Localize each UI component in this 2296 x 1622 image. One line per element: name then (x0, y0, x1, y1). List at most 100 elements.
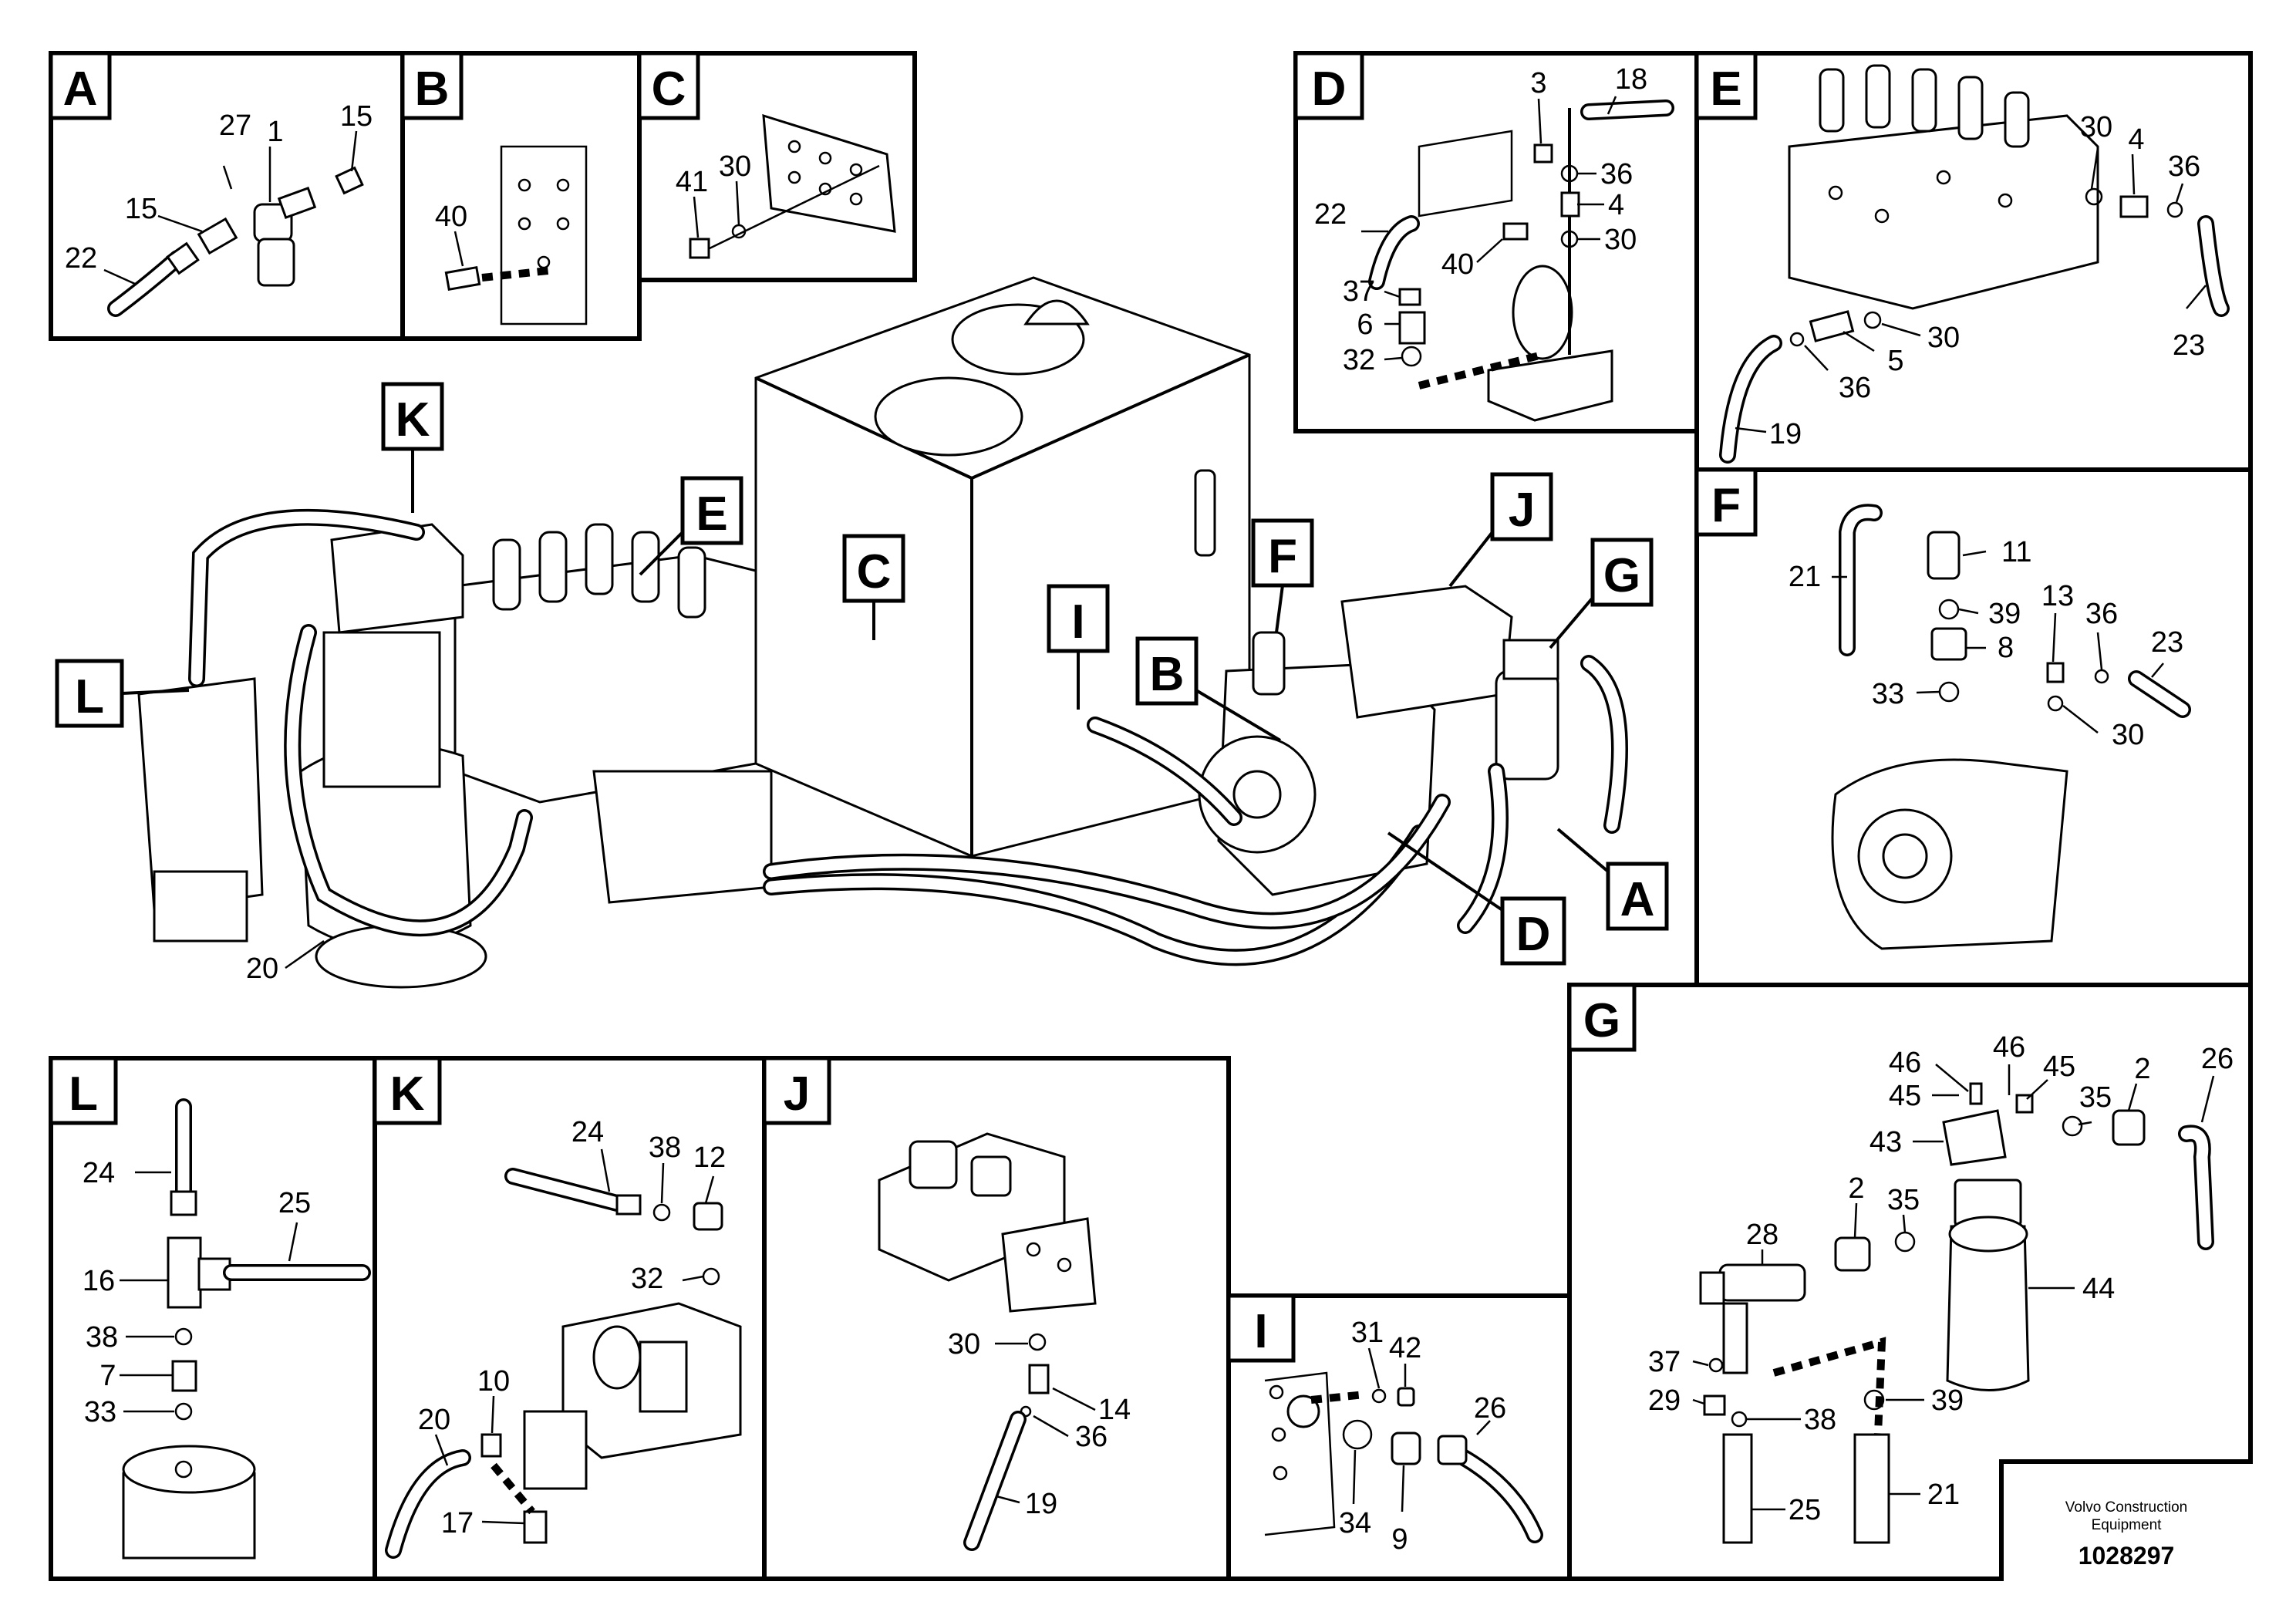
panel-i: I 31 42 26 34 9 (1226, 1293, 1572, 1581)
view-label-a[interactable]: A (1606, 862, 1669, 931)
callout: 14 (1098, 1394, 1131, 1426)
callout: 37 (1648, 1346, 1681, 1378)
callout: 12 (693, 1141, 726, 1174)
panel-k-tab (373, 1056, 442, 1125)
callout: 41 (676, 166, 708, 198)
callout: 20 (418, 1404, 450, 1436)
callout: 36 (2085, 598, 2118, 630)
view-label-j[interactable]: J (1490, 472, 1553, 541)
callout: 18 (1615, 63, 1647, 96)
company-name-line2: Equipment (2092, 1517, 2163, 1533)
callout: 11 (2001, 536, 2031, 568)
panel-a-tab (49, 51, 112, 120)
panel-f-letter: F (1711, 479, 1741, 532)
view-label-l-text: L (75, 670, 104, 723)
callout: 25 (1789, 1494, 1821, 1526)
panel-d: D 3 18 36 4 30 22 40 37 6 32 (1293, 51, 1699, 433)
callout: 23 (2173, 329, 2205, 362)
callout: 42 (1389, 1332, 1421, 1364)
callout: 4 (1608, 189, 1624, 221)
callout: 32 (631, 1263, 663, 1295)
panel-k: K 24 38 12 32 10 20 17 (373, 1056, 767, 1581)
callout: 9 (1391, 1523, 1408, 1556)
drawing-number: 1028297 (2079, 1542, 2175, 1570)
panel-j: J 30 14 36 19 (762, 1056, 1231, 1581)
callout: 45 (1889, 1080, 1921, 1112)
callout: 31 (1351, 1317, 1384, 1349)
callout: 34 (1339, 1507, 1371, 1539)
callout: 22 (1314, 198, 1347, 231)
view-label-g[interactable]: G (1590, 538, 1654, 607)
callout: 33 (84, 1396, 116, 1428)
callout: 39 (1931, 1384, 1964, 1417)
callout: 19 (1025, 1488, 1057, 1520)
panel-a-letter: A (63, 62, 98, 116)
view-label-i-text: I (1071, 595, 1084, 649)
panel-e-letter: E (1710, 62, 1741, 116)
callout: 26 (2201, 1043, 2234, 1075)
callout: 36 (1600, 158, 1633, 191)
callout: 25 (278, 1187, 311, 1219)
callout: 3 (1530, 67, 1546, 99)
panel-k-letter: K (390, 1067, 425, 1121)
panel-f-tab (1694, 467, 1758, 537)
view-label-j-text: J (1509, 484, 1535, 537)
callout: 1 (267, 116, 283, 148)
callout: 37 (1343, 275, 1375, 308)
callout: 4 (2128, 123, 2144, 156)
callout: 36 (1839, 372, 1871, 404)
callout: 24 (83, 1157, 115, 1189)
callout: 40 (435, 201, 467, 233)
callout: 35 (1887, 1184, 1920, 1216)
view-label-d[interactable]: D (1500, 896, 1566, 966)
callout: 38 (86, 1321, 118, 1354)
callout: 39 (1988, 598, 2021, 630)
callout: 30 (2112, 719, 2144, 751)
view-label-b-text: B (1150, 648, 1185, 701)
view-label-f-text: F (1268, 530, 1297, 583)
callout: 7 (99, 1360, 116, 1392)
callout: 13 (2041, 580, 2074, 612)
view-label-f[interactable]: F (1251, 518, 1314, 588)
panel-e-tab (1694, 51, 1758, 120)
drawing-footer: Volvo Construction Equipment 1028297 (2065, 1499, 2187, 1570)
view-label-i[interactable]: I (1047, 584, 1110, 653)
callout: 26 (1474, 1392, 1506, 1425)
callout: 36 (1075, 1421, 1108, 1453)
panel-f: F 11 21 39 13 36 23 8 33 30 (1694, 467, 2253, 987)
callout: 36 (2168, 150, 2200, 183)
callout: 21 (1789, 561, 1821, 593)
callout: 38 (649, 1131, 681, 1164)
panel-d-tab (1293, 51, 1364, 120)
callout: 45 (2043, 1050, 2075, 1083)
panel-c: C 41 30 (637, 51, 917, 282)
view-label-c[interactable]: C (842, 534, 905, 603)
callout: 30 (2080, 111, 2112, 143)
view-label-l[interactable]: L (55, 659, 124, 728)
callout: 2 (2134, 1053, 2150, 1085)
view-label-k-text: K (396, 393, 430, 447)
panel-g-tab (1567, 983, 1637, 1052)
panel-l: L 24 25 16 38 7 33 (49, 1056, 377, 1581)
callout: 10 (477, 1365, 510, 1398)
view-label-d-text: D (1516, 908, 1551, 961)
panel-c-letter: C (652, 62, 686, 116)
callout: 30 (1927, 322, 1960, 354)
callout: 5 (1887, 345, 1903, 377)
callout: 28 (1746, 1219, 1778, 1251)
panel-b-letter: B (415, 62, 450, 116)
callout: 2 (1848, 1172, 1864, 1205)
callout: 16 (83, 1265, 115, 1297)
callout: 33 (1872, 678, 1904, 710)
view-label-g-text: G (1603, 549, 1640, 602)
view-label-e[interactable]: E (680, 476, 743, 545)
panel-d-letter: D (1312, 62, 1347, 116)
callout: 19 (1769, 418, 1802, 450)
view-label-b[interactable]: B (1135, 636, 1199, 706)
callout: 20 (246, 953, 278, 985)
view-label-k[interactable]: K (381, 382, 444, 451)
callout: 24 (571, 1116, 604, 1148)
callout: 30 (1604, 224, 1637, 256)
view-label-e-text: E (696, 487, 727, 541)
